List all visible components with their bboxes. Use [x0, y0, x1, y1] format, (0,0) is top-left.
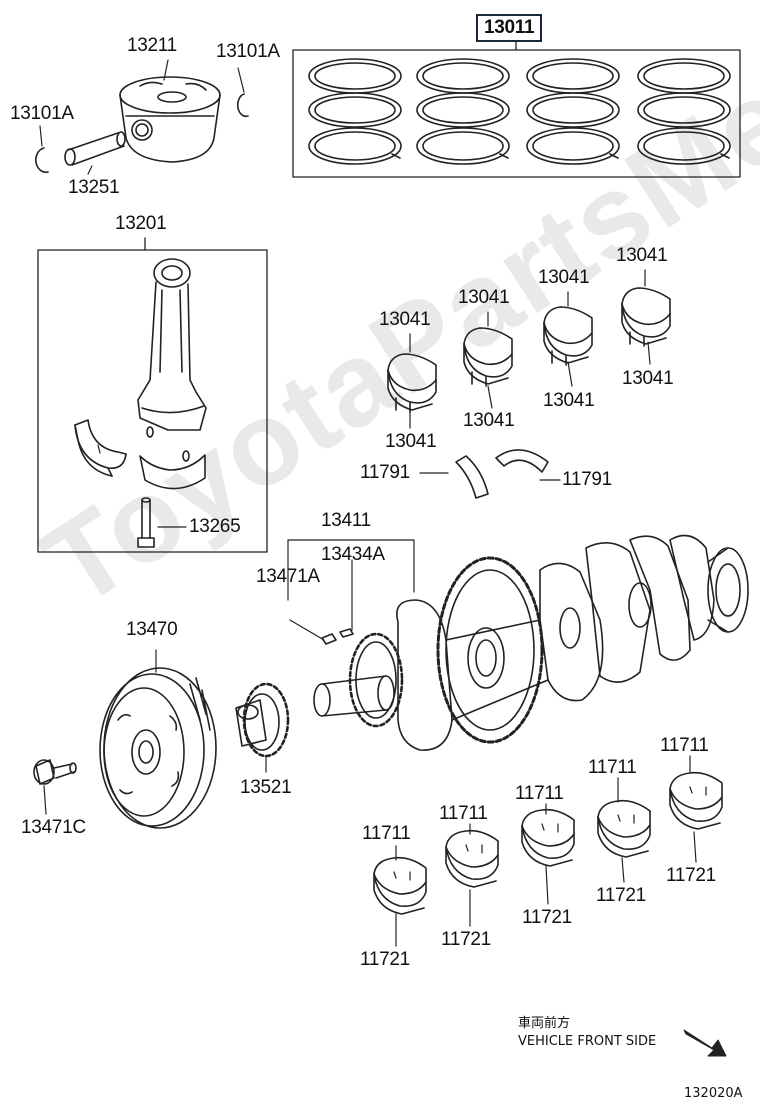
label-13201: 13201 — [115, 213, 167, 234]
conrod-bearing — [74, 419, 127, 477]
label-11721: 11721 — [522, 907, 572, 928]
label-13041: 13041 — [616, 245, 668, 266]
label-13101a-left: 13101A — [10, 103, 74, 124]
label-13041: 13041 — [622, 368, 674, 389]
conrod-box — [37, 249, 268, 553]
label-13411: 13411 — [321, 510, 371, 531]
conrod-bolt — [137, 497, 155, 548]
label-13041: 13041 — [538, 267, 590, 288]
label-13011: 13011 — [476, 14, 543, 42]
label-11721: 11721 — [666, 865, 716, 886]
thrust-washer-right — [495, 449, 549, 473]
label-11721: 11721 — [360, 949, 410, 970]
connecting-rod — [137, 258, 207, 490]
piston-ring-set — [308, 58, 731, 165]
label-13041: 13041 — [385, 431, 437, 452]
crank-pulley — [99, 649, 217, 829]
label-11791: 11791 — [562, 469, 612, 490]
diagram-id: 132020A — [684, 1086, 743, 1101]
label-13251: 13251 — [68, 177, 120, 198]
pulley-bolt — [33, 759, 77, 815]
label-11711: 11711 — [515, 783, 564, 804]
label-11711: 11711 — [660, 735, 709, 756]
label-13434a: 13434A — [321, 544, 385, 565]
label-13265: 13265 — [189, 516, 241, 537]
label-13521: 13521 — [240, 777, 292, 798]
label-11791: 11791 — [360, 462, 410, 483]
piston-pin — [64, 131, 126, 175]
label-13470: 13470 — [126, 619, 178, 640]
front-note-jp: 車両前方 — [518, 1016, 571, 1031]
front-direction-arrow — [683, 1029, 727, 1057]
label-11711: 11711 — [439, 803, 488, 824]
label-13041: 13041 — [379, 309, 431, 330]
label-11721: 11721 — [596, 885, 646, 906]
label-13041: 13041 — [543, 390, 595, 411]
label-11721: 11721 — [441, 929, 491, 950]
label-13101a-right: 13101A — [216, 41, 280, 62]
snap-ring-right — [237, 93, 249, 118]
label-13211: 13211 — [127, 35, 177, 56]
label-13041: 13041 — [458, 287, 510, 308]
thrust-washer-left — [455, 455, 489, 499]
label-13041: 13041 — [463, 410, 515, 431]
label-11711: 11711 — [588, 757, 637, 778]
main-bearing — [373, 856, 427, 915]
crank-sprocket — [235, 682, 290, 773]
label-11711: 11711 — [362, 823, 411, 844]
piston — [119, 76, 221, 163]
front-note-en: VEHICLE FRONT SIDE — [518, 1034, 657, 1049]
label-13471c: 13471C — [21, 817, 86, 838]
label-13471a: 13471A — [256, 566, 320, 587]
crankshaft — [287, 534, 749, 751]
ring-set-box — [292, 49, 741, 178]
bearing-13041 — [387, 353, 437, 413]
snap-ring-left — [35, 147, 49, 174]
